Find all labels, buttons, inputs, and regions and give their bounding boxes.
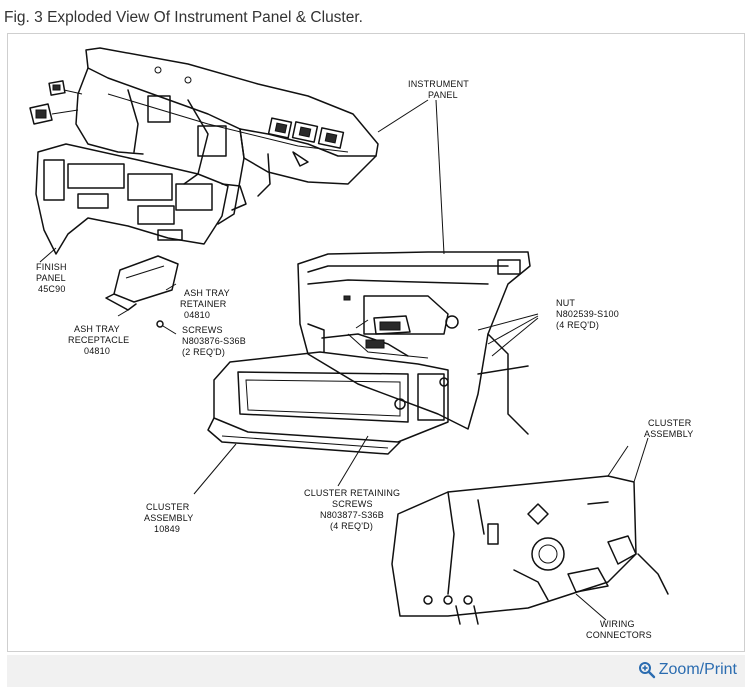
label-finish-panel: FINISH PANEL 45C90	[36, 262, 67, 294]
svg-text:WIRING: WIRING	[600, 619, 635, 629]
svg-text:PANEL: PANEL	[428, 90, 458, 100]
svg-text:N803877-S36B: N803877-S36B	[320, 510, 384, 520]
svg-text:ASH TRAY: ASH TRAY	[184, 288, 230, 298]
svg-text:ASSEMBLY: ASSEMBLY	[144, 513, 193, 523]
svg-text:04810: 04810	[84, 346, 110, 356]
instrument-panel-main-drawing	[297, 251, 531, 435]
svg-text:INSTRUMENT: INSTRUMENT	[408, 79, 469, 89]
zoom-print-link[interactable]: Zoom/Print	[638, 661, 737, 679]
ash-tray-drawing	[105, 255, 179, 335]
svg-text:(4 REQ'D): (4 REQ'D)	[556, 320, 599, 330]
label-cluster-retaining-screws: CLUSTER RETAINING SCREWS N803877-S36B (4…	[304, 488, 400, 531]
zoom-print-label: Zoom/Print	[658, 661, 737, 678]
figure-frame: INSTRUMENT PANEL FINISH PANEL 45C90 ASH …	[7, 33, 745, 652]
svg-text:CLUSTER: CLUSTER	[146, 502, 190, 512]
label-instrument-panel: INSTRUMENT PANEL	[408, 79, 469, 100]
label-cluster-assembly-right: CLUSTER ASSEMBLY	[644, 418, 693, 439]
figure-caption: Fig. 3 Exploded View Of Instrument Panel…	[4, 9, 363, 26]
svg-text:CLUSTER: CLUSTER	[648, 418, 692, 428]
svg-text:RECEPTACLE: RECEPTACLE	[68, 335, 129, 345]
leader-lines	[377, 99, 649, 483]
svg-text:FINISH: FINISH	[36, 262, 67, 272]
cluster-assembly-front-drawing	[193, 333, 449, 495]
svg-text:(4 REQ'D): (4 REQ'D)	[330, 521, 373, 531]
svg-text:04810: 04810	[184, 310, 210, 320]
svg-text:ASH TRAY: ASH TRAY	[74, 324, 120, 334]
magnifier-plus-icon	[638, 661, 656, 679]
label-screws: SCREWS N803876-S36B (2 REQ'D)	[182, 325, 246, 357]
svg-text:CLUSTER RETAINING: CLUSTER RETAINING	[304, 488, 400, 498]
svg-text:ASSEMBLY: ASSEMBLY	[644, 429, 693, 439]
switch-parts-drawing	[29, 80, 83, 125]
svg-text:NUT: NUT	[556, 298, 575, 308]
finish-panel-drawing	[35, 143, 229, 263]
label-ash-tray-receptacle: ASH TRAY RECEPTACLE 04810	[68, 324, 129, 356]
figure-footer: Zoom/Print	[7, 655, 745, 687]
svg-text:SCREWS: SCREWS	[332, 499, 373, 509]
svg-text:N802539-S100: N802539-S100	[556, 309, 619, 319]
svg-text:PANEL: PANEL	[36, 273, 66, 283]
label-cluster-assembly-left: CLUSTER ASSEMBLY 10849	[144, 502, 193, 534]
svg-text:45C90: 45C90	[38, 284, 66, 294]
svg-text:N803876-S36B: N803876-S36B	[182, 336, 246, 346]
svg-text:SCREWS: SCREWS	[182, 325, 223, 335]
instrument-panel-upper-drawing	[75, 47, 379, 225]
svg-text:RETAINER: RETAINER	[180, 299, 227, 309]
svg-text:CONNECTORS: CONNECTORS	[586, 630, 652, 640]
label-wiring-connectors: WIRING CONNECTORS	[586, 619, 652, 640]
svg-text:10849: 10849	[154, 524, 180, 534]
label-nut: NUT N802539-S100 (4 REQ'D)	[556, 298, 619, 330]
label-ash-tray-retainer: ASH TRAY RETAINER 04810	[180, 288, 230, 320]
cluster-assembly-rear-drawing	[391, 445, 669, 625]
exploded-view-diagram: INSTRUMENT PANEL FINISH PANEL 45C90 ASH …	[29, 47, 693, 640]
svg-text:(2 REQ'D): (2 REQ'D)	[182, 347, 225, 357]
